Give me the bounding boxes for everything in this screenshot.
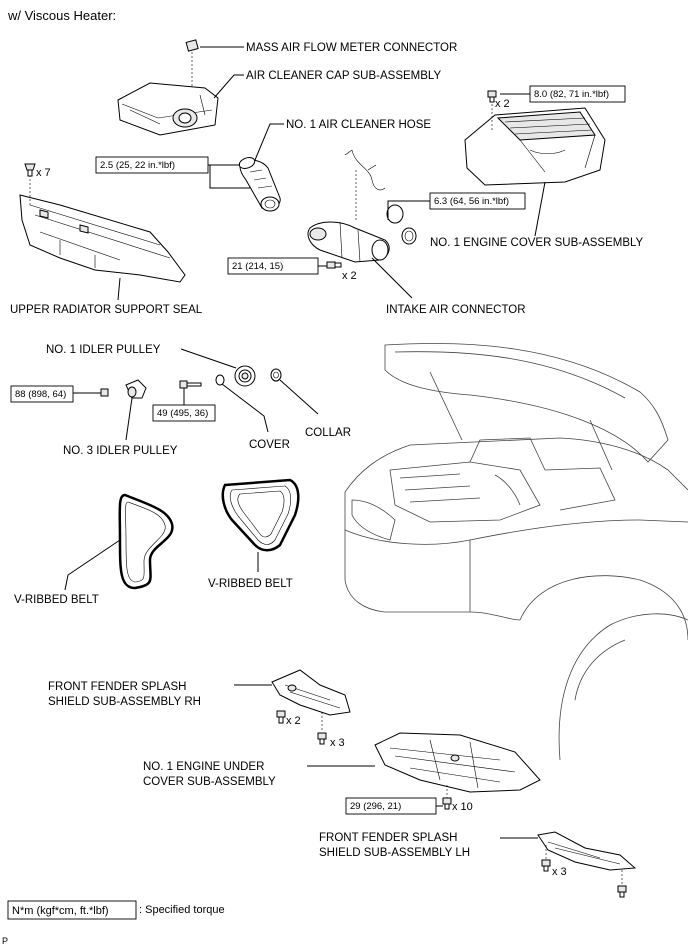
intake-clamp-torque-leader (387, 200, 430, 220)
cover-label: COVER (249, 439, 290, 451)
cover-leader (221, 383, 269, 433)
engine-cover-label: NO. 1 ENGINE COVER SUB-ASSEMBLY (430, 237, 644, 249)
fender-rh-screw-icon (276, 710, 286, 724)
collar-leader (279, 379, 319, 415)
engine-under-cover-label-1: NO. 1 ENGINE UNDER (143, 761, 264, 773)
seal-clip-icon (24, 163, 36, 177)
fender-rh-bolt-icon (317, 732, 327, 745)
vehicle-illustration (344, 343, 688, 761)
maf-connector-label: MASS AIR FLOW METER CONNECTOR (246, 42, 457, 54)
collar-part (270, 368, 282, 382)
under-cover-bolt-qty: x 10 (452, 801, 473, 813)
fender-shield-rh-part (271, 669, 351, 716)
idler-pulley-1-part (234, 365, 256, 387)
fender-lh-screw-qty: x 3 (552, 866, 567, 878)
fender-shield-lh-label-1: FRONT FENDER SPLASH (319, 832, 457, 844)
air-cleaner-hose-label: NO. 1 AIR CLEANER HOSE (286, 119, 431, 131)
air-cleaner-cap-part (117, 82, 219, 136)
torque-engine-cover: 8.0 (82, 71 in.*lbf) (534, 89, 609, 100)
intake-bolt-qty: x 2 (342, 270, 357, 282)
engine-cover-bolt-qty: x 2 (495, 98, 510, 110)
idler-1-bolt-icon (179, 380, 202, 389)
intake-air-connector-label: INTAKE AIR CONNECTOR (386, 304, 526, 316)
upper-radiator-seal-part (19, 194, 186, 283)
idler-pulley-3-part (125, 379, 147, 399)
torque-intake-bolt: 21 (214, 15) (232, 261, 283, 272)
v-ribbed-belt-left-label: V-RIBBED BELT (14, 594, 99, 606)
torque-idler-1: 49 (495, 36) (157, 408, 208, 419)
v-ribbed-belt-right-part (221, 478, 300, 552)
idler-pulley-3-label: NO. 3 IDLER PULLEY (63, 445, 178, 457)
variant-heading: w/ Viscous Heater: (7, 8, 116, 23)
footer-code: P (2, 936, 8, 946)
hose-torque-leader (208, 164, 250, 189)
torque-intake-clamp: 6.3 (64, 56 in.*lbf) (434, 196, 509, 207)
legend-text: : Specified torque (139, 904, 225, 916)
fender-shield-lh-part (537, 831, 637, 871)
idler-pulley-3-leader (125, 397, 133, 441)
cover-part (215, 374, 225, 386)
fender-rh-bolt-qty: x 3 (330, 737, 345, 749)
fender-shield-lh-label-2: SHIELD SUB-ASSEMBLY LH (319, 847, 470, 859)
collar-label: COLLAR (305, 427, 351, 439)
torque-air-cleaner-hose: 2.5 (25, 22 in.*lbf) (100, 160, 175, 171)
under-cover-bolt-icon (442, 797, 452, 810)
torque-under-cover: 29 (296, 21) (350, 801, 401, 812)
intake-bolt-icon (326, 261, 342, 269)
air-cleaner-hose-part (238, 157, 281, 212)
legend-torque-box (7, 900, 137, 920)
idler-pulley-1-leader (180, 348, 237, 369)
engine-cover-bolt-icon (487, 90, 497, 103)
upper-radiator-seal-leader (117, 277, 121, 301)
fender-rh-screw-qty: x 2 (286, 715, 301, 727)
engine-under-cover-part (374, 732, 541, 793)
v-ribbed-belt-left-leader (64, 539, 121, 591)
v-ribbed-belt-right-label: V-RIBBED BELT (208, 578, 293, 590)
air-cleaner-cap-label: AIR CLEANER CAP SUB-ASSEMBLY (246, 70, 441, 82)
engine-cover-leader (534, 181, 546, 237)
fender-lh-bolt-icon (617, 885, 627, 898)
legend-unit: N*m (kgf*cm, ft.*lbf) (12, 905, 109, 917)
air-cleaner-cap-leader (213, 74, 244, 99)
v-ribbed-belt-left-part (118, 493, 174, 590)
seal-clip-qty: x 7 (36, 167, 51, 179)
torque-box-idler-3 (10, 385, 74, 403)
intake-air-connector-leader (371, 257, 413, 299)
idler-3-bolt-icon (100, 388, 109, 397)
upper-radiator-seal-label: UPPER RADIATOR SUPPORT SEAL (10, 304, 203, 316)
intake-air-connector-part (307, 149, 417, 263)
fender-shield-rh-label-1: FRONT FENDER SPLASH (48, 681, 186, 693)
fender-shield-rh-label-2: SHIELD SUB-ASSEMBLY RH (48, 696, 201, 708)
engine-cover-part (464, 107, 606, 186)
fender-lh-screw-icon (541, 859, 551, 872)
air-cleaner-hose-leader (254, 123, 284, 161)
engine-under-cover-label-2: COVER SUB-ASSEMBLY (143, 776, 276, 788)
torque-idler-3: 88 (898, 64) (15, 389, 66, 400)
idler-pulley-1-label: NO. 1 IDLER PULLEY (46, 344, 161, 356)
